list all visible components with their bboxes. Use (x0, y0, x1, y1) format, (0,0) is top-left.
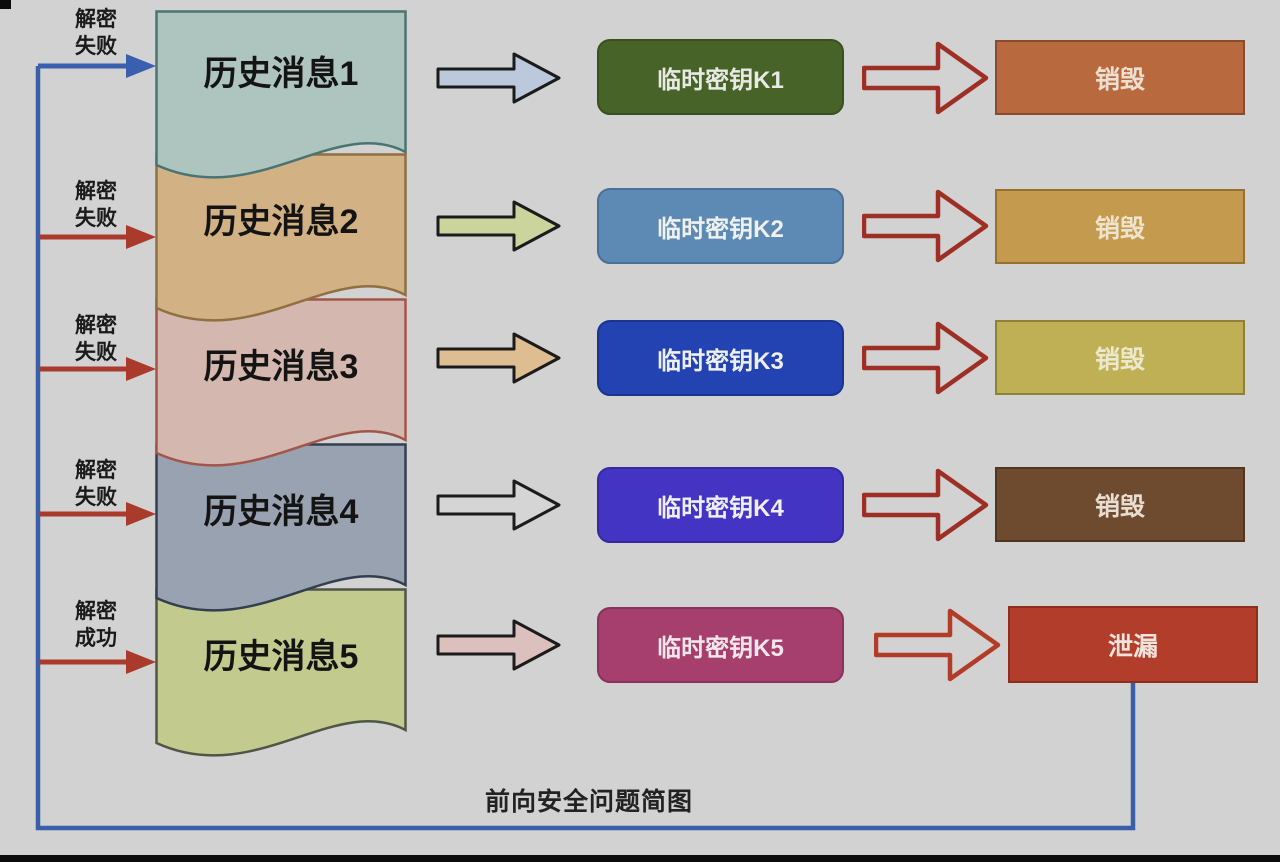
side-label-line2: 失败 (75, 207, 117, 230)
temp-key-k5-box: 临时密钥K5 (597, 607, 844, 683)
temp-key-k1-box: 临时密钥K1 (597, 39, 844, 115)
arrow-head (126, 54, 156, 78)
arrow-head (126, 650, 156, 674)
decrypt-arrow-row1 (38, 54, 156, 78)
side-label-line1: 解密 (75, 8, 117, 31)
flow-arrow-row2 (436, 200, 561, 252)
temp-key-k5-label: 临时密钥K5 (657, 634, 784, 662)
history-message-1-shape (155, 10, 407, 179)
result-arrow-row2 (862, 189, 989, 263)
block-arrow (436, 52, 561, 104)
flow-arrow-row5 (436, 619, 561, 671)
block-arrow (436, 479, 561, 531)
history-message-3-label: 历史消息3 (203, 348, 359, 386)
destroy-label-row1: 销毁 (1094, 65, 1145, 94)
history-message-2-label: 历史消息2 (203, 203, 359, 241)
block-arrow (436, 332, 561, 384)
side-label-row3: 解密 失败 (54, 312, 138, 366)
destroy-box-row2: 销毁 (995, 189, 1245, 264)
block-arrow (436, 200, 561, 252)
destroy-box-row4: 销毁 (995, 467, 1245, 542)
temp-key-k3-label: 临时密钥K3 (657, 347, 784, 375)
leak-box-row5: 泄漏 (1008, 606, 1258, 683)
decrypt-arrow-row3 (40, 357, 156, 381)
leak-label-row5: 泄漏 (1107, 632, 1158, 661)
outline-arrow (862, 189, 989, 263)
outline-arrow (874, 608, 1001, 682)
destroy-box-row3: 销毁 (995, 320, 1245, 395)
temp-key-k2-box: 临时密钥K2 (597, 188, 844, 264)
side-label-row1: 解密 失败 (54, 6, 138, 60)
side-label-line2: 失败 (75, 486, 117, 509)
temp-key-k2-label: 临时密钥K2 (657, 215, 784, 243)
arrow-head (126, 357, 156, 381)
destroy-box-row1: 销毁 (995, 40, 1245, 115)
arrow-head (126, 225, 156, 249)
side-label-line2: 失败 (75, 35, 117, 58)
temp-key-k4-box: 临时密钥K4 (597, 467, 844, 543)
side-label-line1: 解密 (75, 314, 117, 337)
decrypt-arrow-row5 (40, 650, 156, 674)
decrypt-arrow-row2 (40, 225, 156, 249)
flow-arrow-row4 (436, 479, 561, 531)
result-arrow-row3 (862, 321, 989, 395)
result-arrow-row1 (862, 41, 989, 115)
side-label-line2: 失败 (75, 341, 117, 364)
side-label-line1: 解密 (75, 459, 117, 482)
temp-key-k3-box: 临时密钥K3 (597, 320, 844, 396)
side-label-line1: 解密 (75, 180, 117, 203)
history-message-5-label: 历史消息5 (203, 638, 359, 676)
decrypt-arrow-row4 (40, 502, 156, 526)
side-label-row2: 解密 失败 (54, 178, 138, 232)
history-message-4-label: 历史消息4 (203, 493, 359, 531)
destroy-label-row2: 销毁 (1094, 214, 1145, 243)
flow-arrow-row1 (436, 52, 561, 104)
temp-key-k4-label: 临时密钥K4 (657, 494, 784, 522)
diagram-caption: 前向安全问题简图 (485, 788, 694, 816)
outline-arrow (862, 321, 989, 395)
side-label-line1: 解密 (75, 600, 117, 623)
block-arrow (436, 619, 561, 671)
outline-arrow (862, 468, 989, 542)
result-arrow-row4 (862, 468, 989, 542)
side-label-row5: 解密 成功 (54, 598, 138, 652)
bottom-black-bar (0, 855, 1280, 862)
destroy-label-row3: 销毁 (1094, 345, 1145, 374)
screen-corner-artifact (0, 0, 11, 9)
history-message-1-label: 历史消息1 (203, 55, 359, 93)
arrow-head (126, 502, 156, 526)
flow-arrow-row3 (436, 332, 561, 384)
result-arrow-row5 (874, 608, 1001, 682)
temp-key-k1-label: 临时密钥K1 (657, 66, 784, 94)
side-label-row4: 解密 失败 (54, 457, 138, 511)
destroy-label-row4: 销毁 (1094, 492, 1145, 521)
outline-arrow (862, 41, 989, 115)
side-label-line2: 成功 (75, 627, 117, 650)
